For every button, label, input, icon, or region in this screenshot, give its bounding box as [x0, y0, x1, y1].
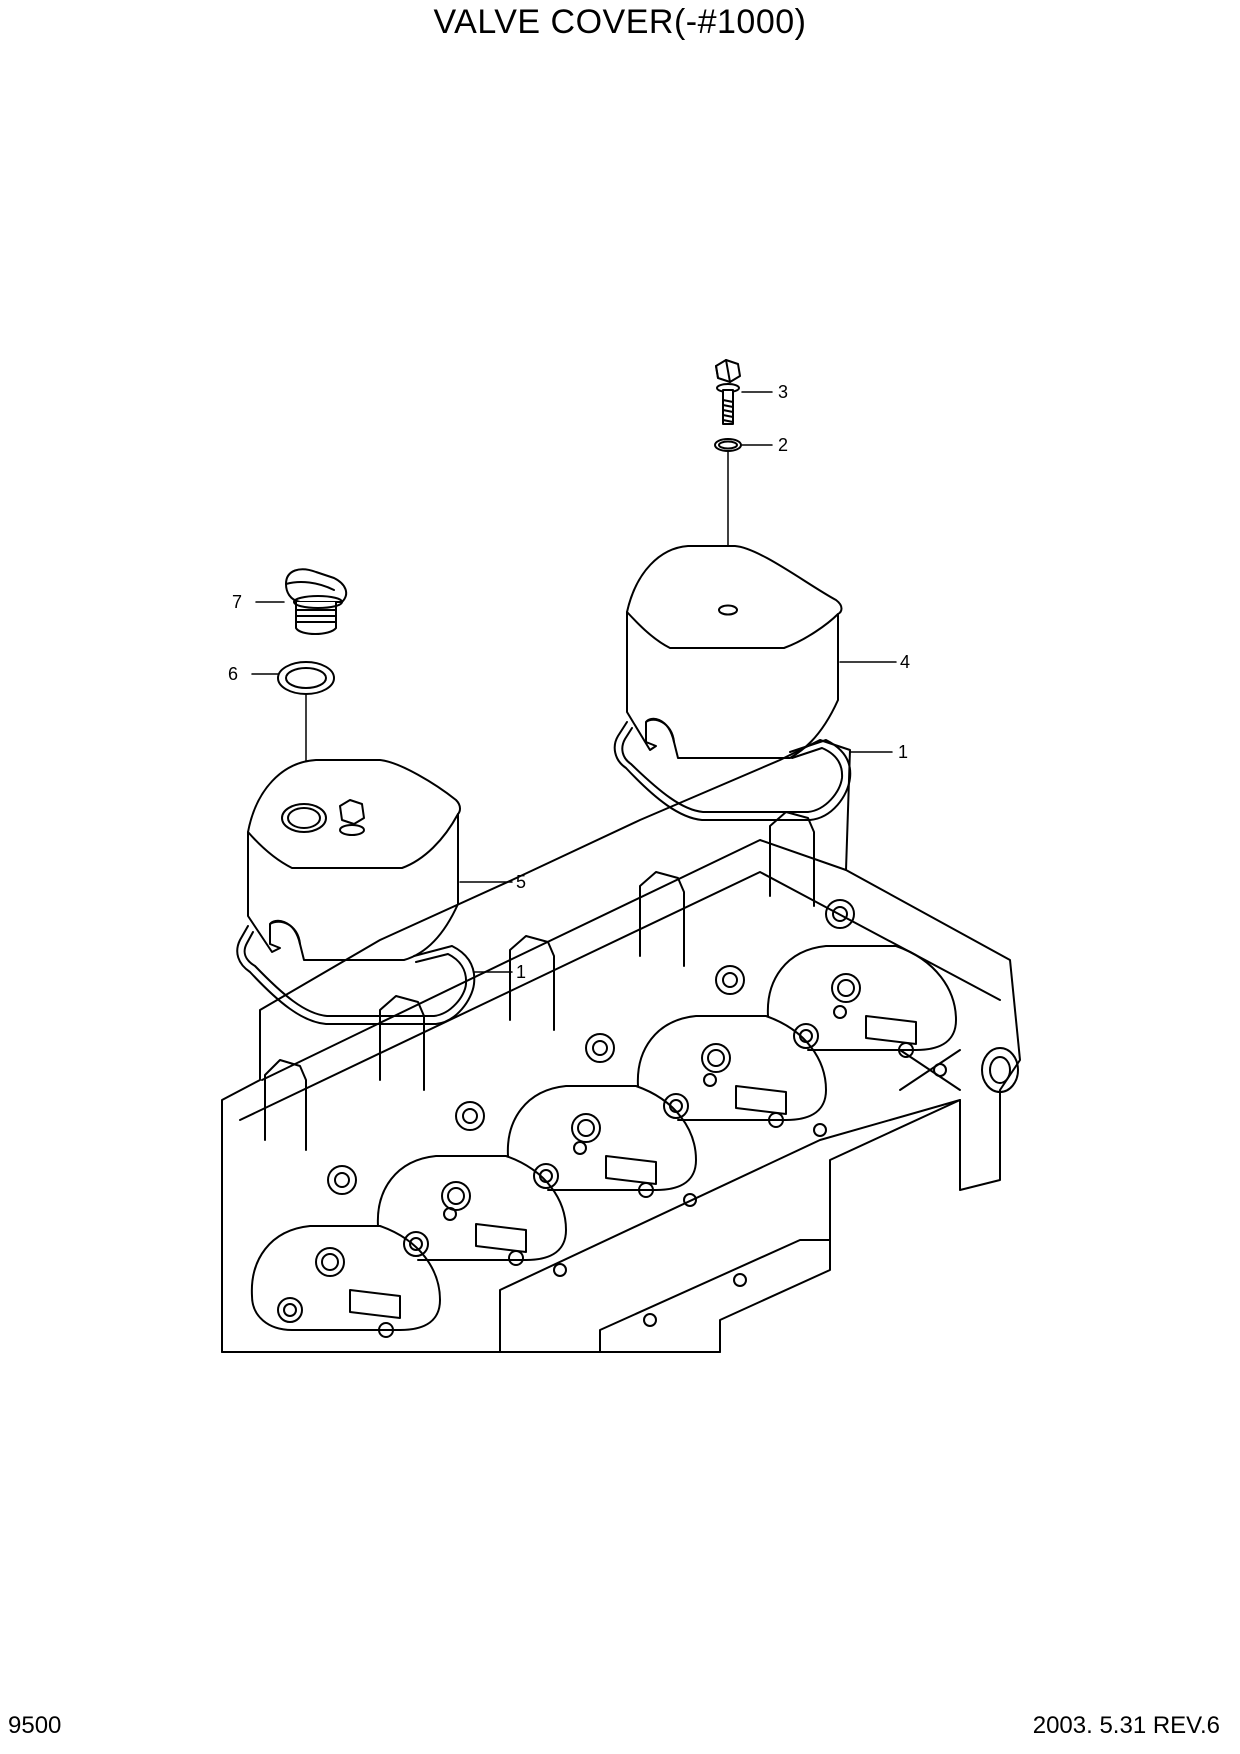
cylinder-head-block	[221, 739, 1021, 1353]
callout-1-right[interactable]: 1	[898, 742, 908, 762]
gasket-part-1-left[interactable]	[236, 925, 476, 1025]
page-title: VALVE COVER(-#1000)	[433, 3, 807, 41]
valve-cover-part-5[interactable]	[247, 759, 461, 961]
o-ring-part-2[interactable]	[714, 438, 742, 452]
bolt-part-3[interactable]	[715, 359, 741, 425]
oil-filler-cap-part-7[interactable]	[285, 568, 348, 635]
callout-7[interactable]: 7	[232, 592, 242, 612]
callout-leaders	[251, 391, 897, 973]
revision-date: 2003. 5.31 REV.6	[1032, 1712, 1220, 1739]
callout-6[interactable]: 6	[228, 664, 238, 684]
callout-3[interactable]: 3	[778, 382, 788, 402]
o-ring-part-6[interactable]	[277, 661, 335, 695]
page-number: 9500	[8, 1712, 62, 1739]
valve-cover-part-4[interactable]	[626, 545, 843, 759]
callout-1-left[interactable]: 1	[516, 962, 526, 982]
callout-5[interactable]: 5	[516, 872, 526, 892]
callout-4[interactable]: 4	[900, 652, 910, 672]
callout-2[interactable]: 2	[778, 435, 788, 455]
